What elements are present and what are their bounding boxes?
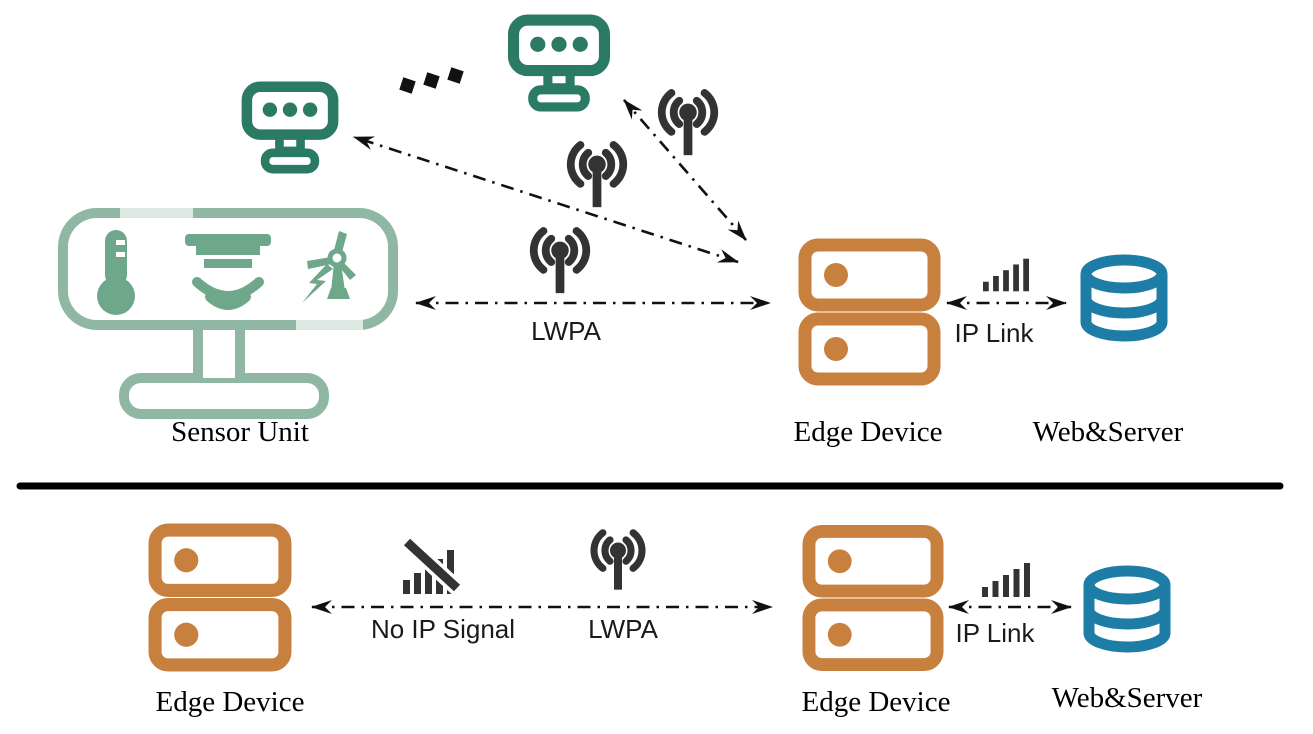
ip-link-label: IP Link: [954, 318, 1034, 348]
antenna-icon: [562, 141, 632, 214]
thermometer-icon: [97, 230, 135, 315]
server-stack-icon: [802, 525, 944, 671]
no-signal-icon: [399, 534, 465, 596]
server-stack-icon: [798, 238, 941, 386]
ellipsis-dots: [395, 62, 470, 97]
sensor-unit: [58, 208, 398, 419]
web-server: [1077, 252, 1171, 344]
antenna-icon: [653, 89, 723, 162]
ip-link-label: IP Link: [955, 618, 1035, 648]
sensor-node-icon: [240, 80, 340, 174]
edge-device-label: Edge Device: [793, 416, 943, 448]
edge-device: [802, 524, 944, 672]
edge-device-label: Edge Device: [155, 686, 305, 718]
antenna-icon: [525, 227, 595, 300]
web-server: [1080, 562, 1174, 656]
smoke-detector-icon: [185, 234, 271, 310]
wind-turbine-icon: [302, 231, 356, 303]
lwpa-link-label: LWPA: [531, 316, 601, 346]
signal-bars-icon: [982, 563, 1030, 597]
database-icon: [1083, 565, 1171, 653]
web-server-label: Web&Server: [1051, 682, 1203, 714]
arrow-edge-to-node1: [353, 135, 739, 264]
edge-device: [798, 238, 941, 386]
no-ip-signal-label: No IP Signal: [370, 614, 516, 644]
signal-bars-icon: [983, 258, 1029, 292]
lwpa-link-label: LWPA: [588, 614, 658, 644]
web-server-label: Web&Server: [1032, 416, 1184, 448]
sensor-node-icon: [506, 13, 612, 112]
edge-device: [148, 523, 292, 672]
edge-device-label: Edge Device: [801, 686, 951, 718]
antenna-icon: [586, 529, 650, 597]
sensor-unit-label: Sensor Unit: [171, 416, 309, 448]
server-stack-icon: [148, 523, 292, 672]
database-icon: [1080, 254, 1168, 342]
